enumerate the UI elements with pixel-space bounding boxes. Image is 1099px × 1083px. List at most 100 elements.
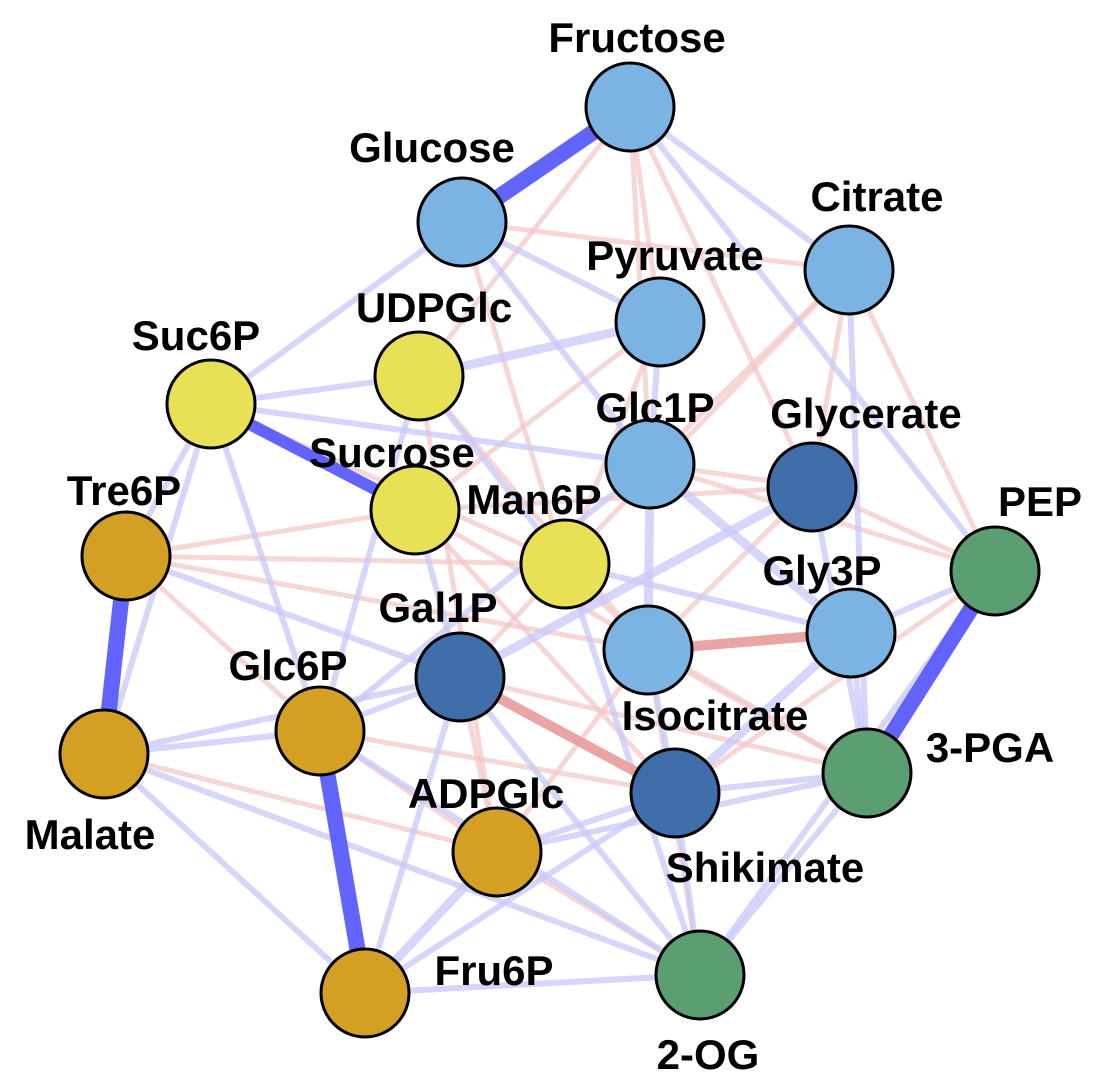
node-circle-malate[interactable]	[58, 708, 150, 800]
node-label-shikimate: Shikimate	[666, 844, 864, 891]
node-circle-pep[interactable]	[949, 525, 1041, 617]
node-isocitrate[interactable]: Isocitrate	[602, 604, 809, 739]
node-label-suc6p: Suc6P	[132, 312, 260, 359]
node-circle-gal1p[interactable]	[414, 631, 506, 723]
node-circle-pga[interactable]	[821, 727, 913, 819]
edge-tre6p-isocitrate	[123, 553, 651, 653]
edge-suc6p-glc1p	[208, 401, 653, 467]
edge-glucose-man6p	[459, 219, 568, 567]
node-circle-gly3p[interactable]	[805, 587, 897, 679]
node-adpglc[interactable]: ADPGlc	[408, 770, 564, 898]
edge-sucrose-glycerate	[412, 484, 815, 513]
node-label-pga: 3-PGA	[926, 724, 1054, 771]
node-label-fru6p: Fru6P	[434, 947, 553, 994]
node-circle-og[interactable]	[654, 929, 746, 1021]
edge-glucose-suc6p	[208, 219, 465, 407]
edge-fru6p-og	[362, 972, 703, 996]
node-pga[interactable]: 3-PGA	[821, 724, 1054, 819]
node-circle-adpglc[interactable]	[451, 806, 543, 898]
edge-udpglc-glc6p	[317, 373, 422, 734]
edge-fructose-citrate	[627, 104, 852, 273]
node-sucrose[interactable]: Sucrose	[309, 429, 475, 556]
node-circle-udpglc[interactable]	[373, 330, 465, 422]
node-label-isocitrate: Isocitrate	[622, 692, 809, 739]
node-man6p[interactable]: Man6P	[466, 476, 611, 610]
node-circle-citrate[interactable]	[803, 224, 895, 316]
node-label-adpglc: ADPGlc	[408, 770, 564, 817]
node-circle-shikimate[interactable]	[629, 747, 721, 839]
node-og[interactable]: 2-OG	[654, 929, 760, 1078]
node-label-sucrose: Sucrose	[309, 429, 475, 476]
edge-fructose-pep	[627, 104, 998, 574]
node-tre6p[interactable]: Tre6P	[67, 467, 181, 602]
node-circle-glycerate[interactable]	[766, 441, 858, 533]
edge-fructose-glycerate	[627, 104, 815, 490]
node-circle-fru6p[interactable]	[319, 947, 411, 1039]
edge-fructose-udpglc	[416, 104, 633, 379]
node-label-glucose: Glucose	[349, 124, 515, 171]
node-layer: FructoseGlucoseCitratePyruvateUDPGlcSuc6…	[25, 14, 1082, 1078]
node-pyruvate[interactable]: Pyruvate	[586, 232, 764, 368]
edge-suc6p-glc6p	[208, 401, 323, 734]
edge-malate-fru6p	[101, 751, 368, 996]
node-gly3p[interactable]: Gly3P	[762, 547, 897, 679]
node-fructose[interactable]: Fructose	[548, 14, 726, 153]
node-shikimate[interactable]: Shikimate	[629, 747, 864, 891]
node-label-pep: PEP	[998, 478, 1082, 525]
node-glc6p[interactable]: Glc6P	[228, 642, 366, 777]
edge-citrate-pga	[846, 267, 870, 776]
node-label-fructose: Fructose	[548, 14, 725, 61]
node-label-man6p: Man6P	[466, 476, 601, 523]
node-glc1p[interactable]: Glc1P	[595, 384, 715, 510]
node-suc6p[interactable]: Suc6P	[132, 312, 260, 450]
node-label-gal1p: Gal1P	[378, 584, 497, 631]
node-circle-sucrose[interactable]	[369, 464, 461, 556]
node-circle-glucose[interactable]	[416, 176, 508, 268]
node-pep[interactable]: PEP	[949, 478, 1082, 617]
node-circle-isocitrate[interactable]	[602, 604, 694, 696]
node-citrate[interactable]: Citrate	[803, 173, 944, 316]
node-circle-fructose[interactable]	[584, 61, 676, 153]
node-label-malate: Malate	[25, 811, 156, 858]
edge-gal1p-fru6p	[362, 674, 463, 996]
node-udpglc[interactable]: UDPGlc	[356, 284, 512, 422]
node-circle-glc6p[interactable]	[274, 685, 366, 777]
node-malate[interactable]: Malate	[25, 708, 156, 858]
node-fru6p[interactable]: Fru6P	[319, 947, 554, 1039]
edge-citrate-pep	[846, 267, 998, 574]
node-label-pyruvate: Pyruvate	[586, 232, 763, 279]
edge-tre6p-gal1p	[123, 553, 463, 680]
node-label-udpglc: UDPGlc	[356, 284, 512, 331]
edge-glycerate-gal1p	[455, 482, 817, 682]
node-circle-suc6p[interactable]	[165, 358, 257, 450]
node-label-glycerate: Glycerate	[770, 390, 961, 437]
edge-malate-adpglc	[101, 751, 500, 855]
node-gal1p[interactable]: Gal1P	[378, 584, 506, 723]
edge-man6p-gly3p	[562, 561, 854, 636]
edge-tre6p-man6p	[123, 553, 568, 567]
node-label-glc6p: Glc6P	[228, 642, 347, 689]
edge-fru6p-shikimate	[362, 790, 678, 996]
edge-glucose-citrate	[459, 219, 852, 273]
node-label-tre6p: Tre6P	[67, 467, 181, 514]
node-circle-pyruvate[interactable]	[614, 276, 706, 368]
node-label-og: 2-OG	[657, 1031, 760, 1078]
edge-malate-og	[101, 751, 703, 978]
node-circle-man6p[interactable]	[519, 518, 611, 610]
edge-pyruvate-sucrose	[412, 319, 663, 513]
node-label-citrate: Citrate	[810, 173, 943, 220]
edge-glc6p-shikimate	[317, 728, 678, 796]
node-glycerate[interactable]: Glycerate	[766, 390, 962, 533]
node-glucose[interactable]: Glucose	[349, 124, 515, 268]
node-circle-tre6p[interactable]	[80, 510, 172, 602]
node-label-gly3p: Gly3P	[762, 547, 881, 594]
node-circle-glc1p[interactable]	[604, 418, 696, 510]
edge-glc1p-glc6p	[317, 461, 653, 734]
node-label-glc1p: Glc1P	[595, 384, 714, 431]
edge-sucrose-shikimate	[412, 507, 678, 796]
edge-pep-shikimate	[672, 568, 998, 796]
edge-citrate-glc1p	[647, 267, 852, 467]
edge-sucrose-tre6p	[123, 507, 418, 559]
